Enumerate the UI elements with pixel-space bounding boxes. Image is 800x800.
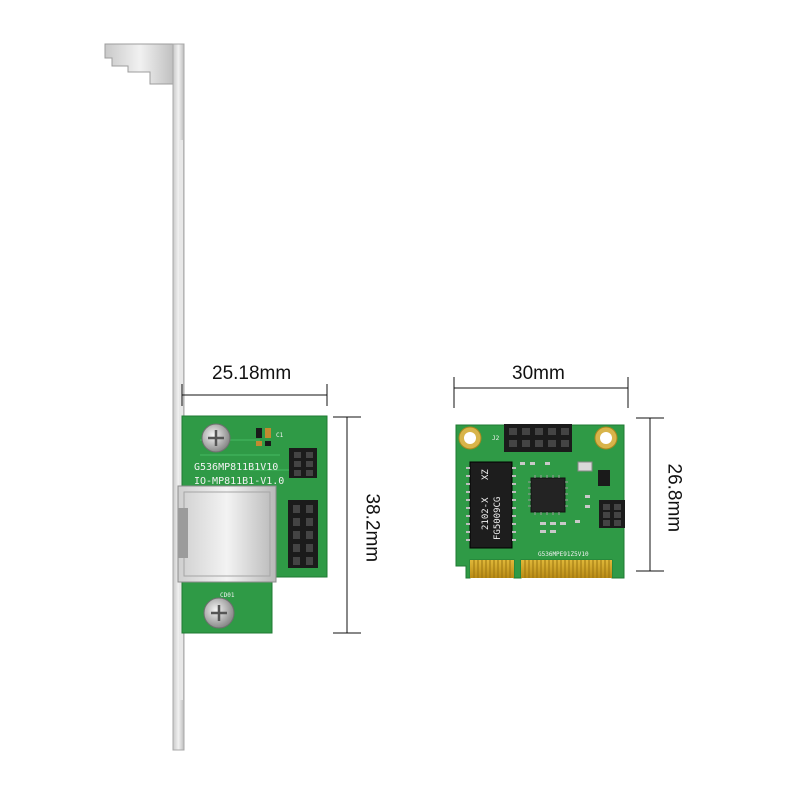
dimension-right-height bbox=[636, 417, 664, 572]
chip-marking-2: FG5009CG bbox=[493, 497, 503, 540]
mounting-hole-icon bbox=[458, 426, 482, 450]
dimension-label-right-height: 26.8mm bbox=[663, 463, 685, 533]
screw-icon bbox=[203, 597, 235, 629]
pin-header-top bbox=[504, 424, 572, 452]
dimension-right-width bbox=[453, 377, 629, 408]
controller-ic bbox=[528, 475, 568, 515]
left-card: C1 G536MP811B1V10 IO-MP811B1-V1.0 CD01 bbox=[104, 43, 328, 751]
screw-icon bbox=[201, 423, 231, 453]
chip-brand: XZ bbox=[481, 469, 491, 480]
pin-header-large bbox=[288, 500, 318, 568]
dimension-label-left-height: 38.2mm bbox=[361, 493, 383, 563]
dimension-label-left-width: 25.18mm bbox=[212, 363, 292, 384]
right-card: J2 2102-X FG5009CG XZ bbox=[455, 424, 625, 579]
silkscreen-line-2: IO-MP811B1-V1.0 bbox=[194, 476, 284, 487]
dimension-left-width bbox=[181, 384, 328, 406]
bracket-top-tab bbox=[104, 43, 176, 85]
pci-bracket bbox=[172, 43, 185, 751]
silkscreen-j2: J2 bbox=[492, 435, 500, 442]
silkscreen-cd01: CD01 bbox=[220, 592, 235, 599]
rj45-port bbox=[177, 485, 277, 583]
dimension-label-right-width: 30mm bbox=[512, 363, 565, 384]
silkscreen-line-1: G536MP811B1V10 bbox=[194, 462, 278, 473]
passive-components bbox=[520, 462, 590, 533]
pin-header-small bbox=[289, 448, 317, 478]
transformer-chip: 2102-X FG5009CG XZ bbox=[466, 461, 516, 549]
dimension-left-height bbox=[333, 416, 361, 634]
cap-label: C1 bbox=[276, 432, 284, 439]
chip-marking-1: 2102-X bbox=[481, 497, 491, 530]
pin-header-side bbox=[599, 500, 625, 528]
gold-fingers bbox=[470, 560, 612, 578]
mounting-hole-icon bbox=[594, 426, 618, 450]
silkscreen-bottom: G536MPE91Z5V10 bbox=[538, 551, 589, 558]
